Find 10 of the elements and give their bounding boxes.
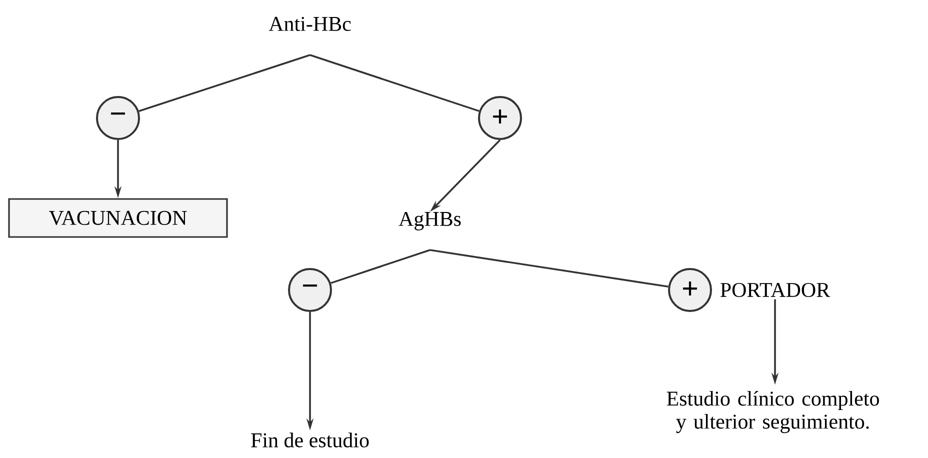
branch-line <box>138 54 310 112</box>
branch-line <box>430 249 668 288</box>
result-box: VACUNACION <box>8 198 228 238</box>
term-label: Anti-HBc <box>268 16 351 31</box>
branch-line <box>330 249 430 284</box>
result-label: Estudio clínico completo y ulterior seguimiento. <box>666 390 879 434</box>
result-label: Fin de estudio <box>251 432 369 448</box>
term-label: AgHBs <box>398 212 461 230</box>
branch-line <box>310 54 480 112</box>
result-label: PORTADOR <box>720 282 830 298</box>
